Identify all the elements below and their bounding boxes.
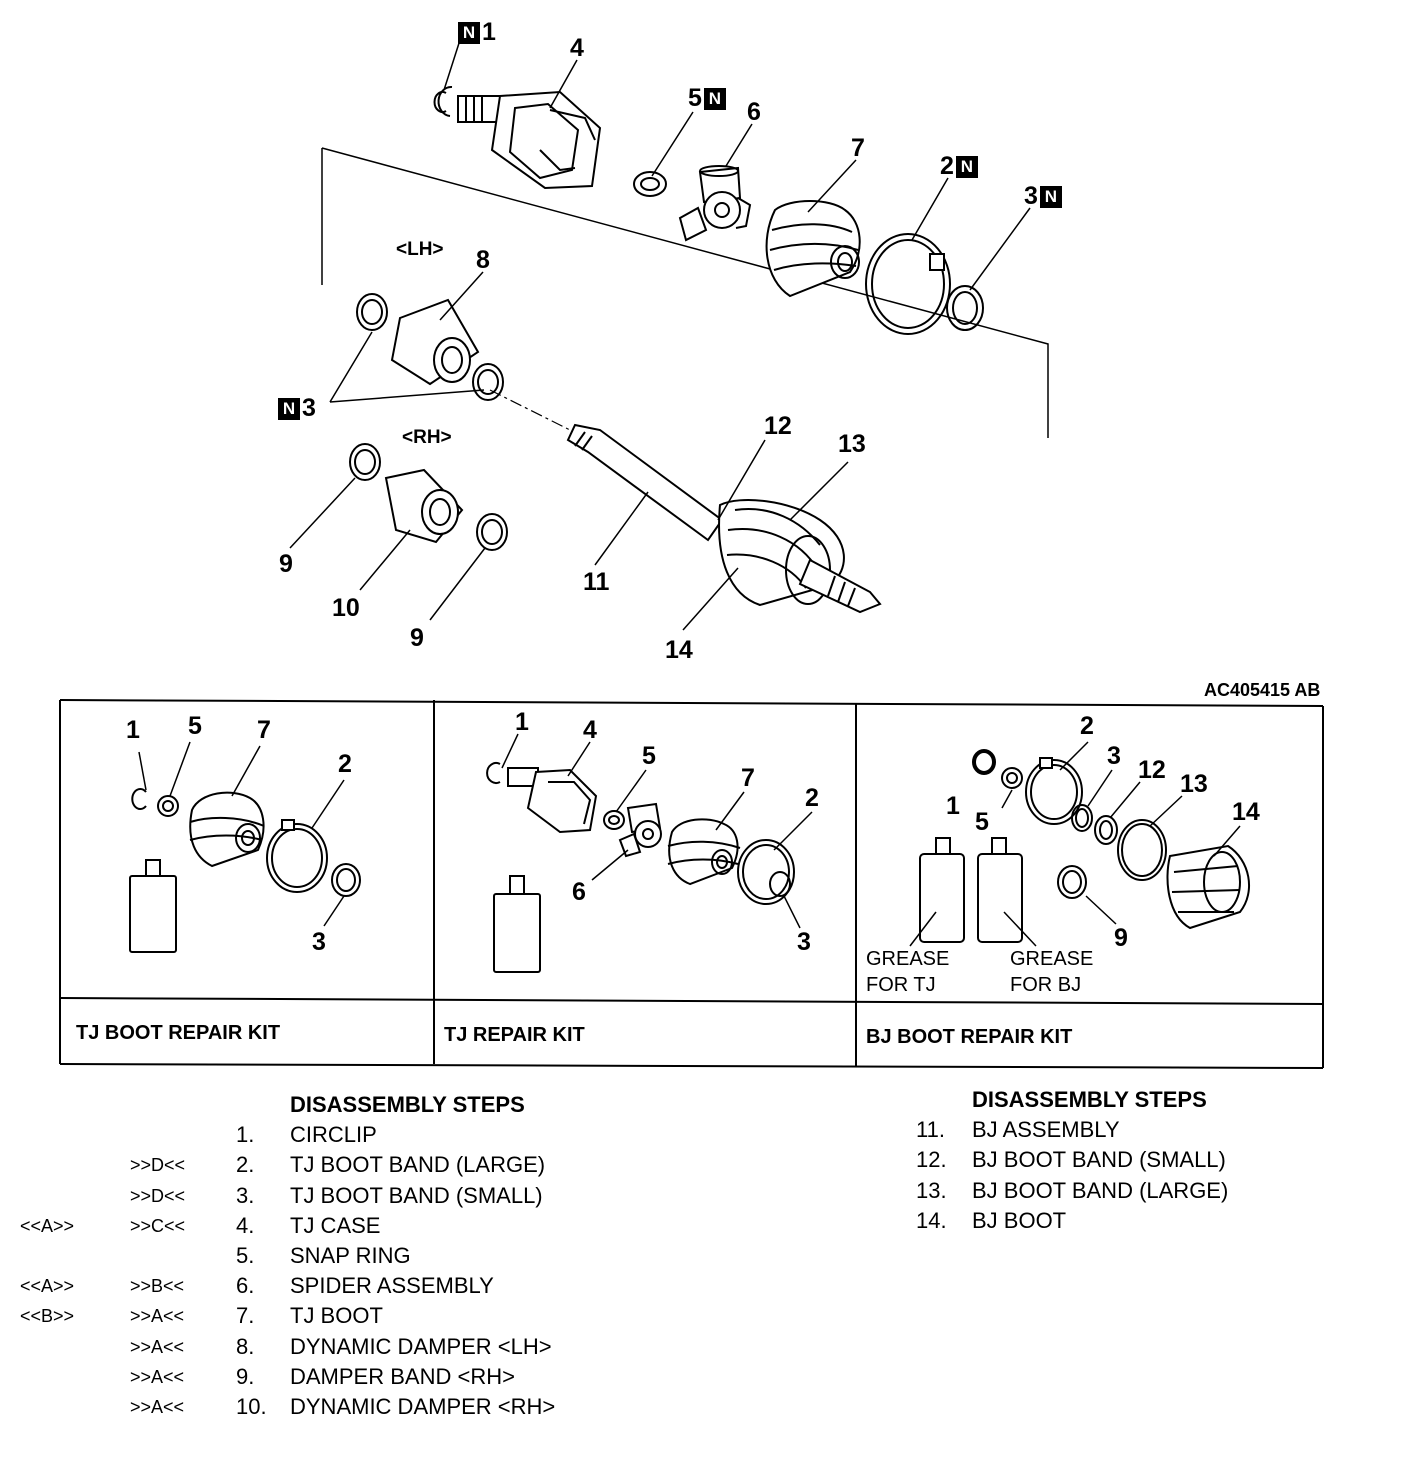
disassembly-steps-left: DISASSEMBLY STEPS 1.CIRCLIP >>D<<2.TJ BO… — [20, 1090, 660, 1422]
callout-12: 12 — [764, 412, 792, 440]
step-row: <<A>>>>B<<6.SPIDER ASSEMBLY — [20, 1273, 494, 1299]
kit-title-bj-boot: BJ BOOT REPAIR KIT — [866, 1026, 1073, 1048]
kit3-callout-5: 5 — [975, 808, 989, 836]
callout-8: 8 — [476, 246, 490, 274]
kit-title-tj: TJ REPAIR KIT — [444, 1024, 585, 1046]
step-row: >>D<<2.TJ BOOT BAND (LARGE) — [130, 1152, 546, 1178]
callout-9-left: 9 — [279, 550, 293, 578]
tj-boot-part — [765, 200, 861, 298]
kit3-callout-1: 1 — [946, 792, 960, 820]
lh-label: <LH> — [396, 239, 444, 260]
kit2-callout-7: 7 — [741, 764, 755, 792]
kit1-callout-7: 7 — [257, 716, 271, 744]
step-row: 14.BJ BOOT — [916, 1207, 1067, 1233]
kit1-callout-1: 1 — [126, 716, 140, 744]
kit2-callout-3: 3 — [797, 928, 811, 956]
kit-table — [59, 699, 1324, 1069]
callout-6-top: 6 — [747, 98, 761, 126]
dynamic-damper-lh-part — [356, 293, 504, 401]
kit3-parts — [909, 741, 1251, 947]
kit2-callout-6: 6 — [572, 878, 586, 906]
kit3-callout-9: 9 — [1114, 924, 1128, 952]
step-row: <<B>>>>A<<7.TJ BOOT — [20, 1303, 383, 1329]
kit1-callout-3: 3 — [312, 928, 326, 956]
tj-boot-band-large-part — [865, 233, 951, 335]
rh-label: <RH> — [402, 427, 452, 448]
callout-7-top: 7 — [851, 134, 865, 162]
kit2-callout-5: 5 — [642, 742, 656, 770]
step-row: <<A>>>>C<<4.TJ CASE — [20, 1212, 381, 1238]
callout-13: 13 — [838, 430, 866, 458]
tj-frame-lines — [321, 147, 1049, 438]
step-row: >>A<<8.DYNAMIC DAMPER <LH> — [130, 1333, 552, 1359]
callout-11: 11 — [583, 568, 610, 596]
tj-case-part — [457, 90, 602, 190]
kit3-callout-13: 13 — [1180, 770, 1208, 798]
leader-lines — [289, 39, 1031, 631]
step-row: >>D<<3.TJ BOOT BAND (SMALL) — [130, 1182, 543, 1208]
kit2-callout-2: 2 — [805, 784, 819, 812]
leader-line — [329, 331, 373, 403]
kit2-callout-1: 1 — [515, 708, 529, 736]
kit2-callout-4: 4 — [583, 716, 597, 744]
kit3-callout-2: 2 — [1080, 712, 1094, 740]
step-row: 1.CIRCLIP — [236, 1122, 377, 1148]
callout-10: 10 — [332, 594, 360, 622]
kit1-callout-5: 5 — [188, 712, 202, 740]
kit3-callout-3: 3 — [1107, 742, 1121, 770]
callout-4-top: 4 — [570, 34, 584, 62]
kit2-parts — [486, 733, 813, 973]
axis-line — [489, 389, 571, 431]
step-row: 11.BJ ASSEMBLY — [916, 1117, 1120, 1143]
step-row: >>A<<10.DYNAMIC DAMPER <RH> — [130, 1393, 556, 1419]
circlip-part — [433, 85, 453, 117]
tj-boot-band-small-part — [946, 285, 984, 331]
bj-assembly-part — [566, 423, 882, 614]
steps-left-header: DISASSEMBLY STEPS — [290, 1092, 525, 1117]
dynamic-damper-rh-part — [349, 443, 508, 551]
kit-title-tj-boot: TJ BOOT REPAIR KIT — [76, 1022, 281, 1044]
step-row: 5.SNAP RING — [236, 1242, 411, 1268]
step-row: 12.BJ BOOT BAND (SMALL) — [916, 1147, 1226, 1173]
kit3-callout-14: 14 — [1232, 798, 1260, 826]
steps-right-header: DISASSEMBLY STEPS — [972, 1087, 1207, 1112]
callout-14: 14 — [665, 636, 693, 664]
kit1-parts — [129, 741, 361, 953]
kit3-callout-12: 12 — [1138, 756, 1166, 784]
callout-9-right: 9 — [410, 624, 424, 652]
step-row: >>A<<9.DAMPER BAND <RH> — [130, 1363, 515, 1389]
step-row: 13.BJ BOOT BAND (LARGE) — [916, 1177, 1229, 1203]
snap-ring-part — [633, 171, 667, 197]
spider-assembly-part — [678, 165, 752, 242]
disassembly-steps-right: DISASSEMBLY STEPS 11.BJ ASSEMBLY 12.BJ B… — [916, 1085, 1336, 1236]
figure-code: AC405415 AB — [1204, 680, 1321, 700]
kit1-callout-2: 2 — [338, 750, 352, 778]
